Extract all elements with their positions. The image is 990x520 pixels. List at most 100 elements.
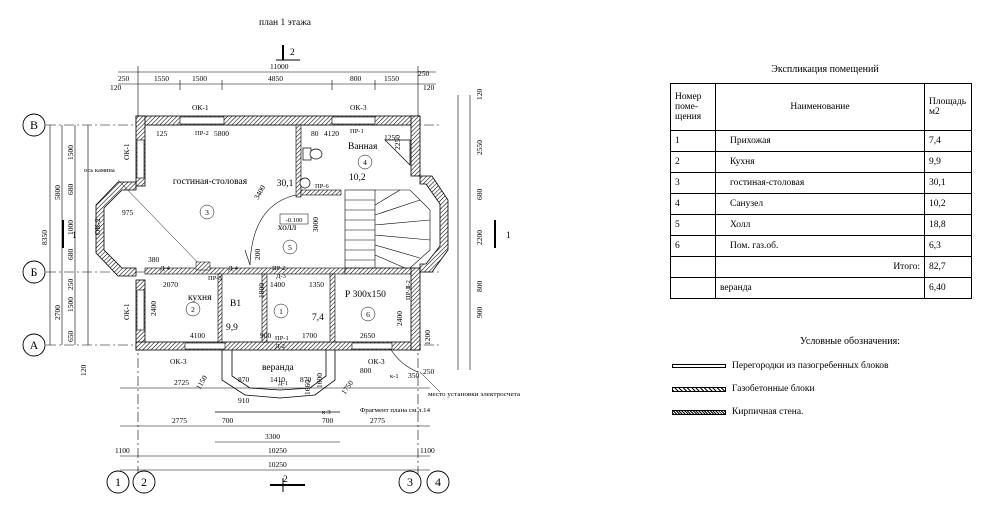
dim-800-r: 800 xyxy=(475,281,484,293)
room-3-marker xyxy=(199,204,215,220)
row-name: Прихожая xyxy=(715,130,925,152)
window-ok3-bottom-l: ОК-3 xyxy=(170,357,187,366)
row-area: 9,9 xyxy=(924,151,972,173)
header-area: Площадь м2 xyxy=(924,83,972,131)
room-5-marker xyxy=(282,239,298,255)
dim-1700: 1700 xyxy=(302,331,317,340)
room-living-area: 30,1 xyxy=(277,179,294,189)
section-label-left: 1 xyxy=(72,231,77,241)
dim-2400-l: 2400 xyxy=(149,301,158,316)
dim-380: 380 xyxy=(148,255,160,264)
dim-2250: 2250 xyxy=(393,135,402,150)
table-row: 5 Холл 18,8 xyxy=(670,214,972,236)
room-1-marker xyxy=(273,303,289,319)
bath-fixtures xyxy=(299,139,411,189)
dim-500: 250 xyxy=(66,279,75,291)
veranda-value: 6,40 xyxy=(924,277,972,299)
opening-pr6: ПР-6 xyxy=(315,183,329,190)
axis-label-4: 4 xyxy=(435,475,441,489)
dim-120-v: 120 xyxy=(79,365,88,377)
dim-2550: 2550 xyxy=(475,140,484,155)
dim-4100: 4100 xyxy=(190,331,205,340)
window-ok1-left: ОК-1 xyxy=(122,143,131,160)
table-row: 3 гостиная-столовая 30,1 xyxy=(670,172,972,194)
legend-item-gasblock: Газобетонные блоки xyxy=(672,384,815,394)
dim-1410: 1410 xyxy=(270,375,285,384)
dim-2200: 2200 xyxy=(475,230,484,245)
window-ok3-bottom-r: ОК-3 xyxy=(368,357,385,366)
legend-title: Условные обозначения: xyxy=(800,336,901,347)
dim-870-l: 870 xyxy=(238,375,250,384)
dim-1350: 1350 xyxy=(309,280,324,289)
row-name: Кухня xyxy=(715,151,925,173)
window-ok1-top: ОК-1 xyxy=(192,103,209,112)
dim-700-r: 700 xyxy=(322,416,334,425)
table-row: 1 Прихожая 7,4 xyxy=(670,130,972,152)
dim-680-b: 680 xyxy=(66,249,75,261)
dim-910: 910 xyxy=(238,396,250,405)
table-row: 4 Санузел 10,2 xyxy=(670,193,972,215)
dim-2400-r: 2400 xyxy=(395,311,404,326)
header-name: Наименование xyxy=(715,83,925,131)
explication-table: Номер поме-щения Наименование Площадь м2… xyxy=(670,83,972,299)
veranda-empty xyxy=(670,277,716,299)
dim-250-b: 250 xyxy=(423,367,435,376)
veranda-label: веранда xyxy=(715,277,925,299)
dim-3000: 3000 xyxy=(311,217,320,232)
dim-125: 125 xyxy=(156,129,168,138)
dim-1600: 1600 xyxy=(315,373,324,388)
window-ok1-low: ОК-1 xyxy=(122,303,131,320)
staircase xyxy=(344,189,431,269)
floor-plan-drawing: план 1 этажа 2 2 1 1 xyxy=(22,18,520,494)
room-4-number: 4 xyxy=(363,158,367,167)
opening-pr1-top: ПР-1 xyxy=(350,128,364,135)
legend-symbol-partition xyxy=(672,364,726,368)
table-row-veranda: веранда 6,40 xyxy=(670,277,972,299)
dim-700-l: 700 xyxy=(222,416,234,425)
room-2-number: 2 xyxy=(191,305,195,314)
door-d2-bottom: Д-2 xyxy=(275,343,285,350)
dim-2725: 2725 xyxy=(174,378,189,387)
dim-1750: 1750 xyxy=(339,378,355,396)
opening-pr2-mid: ПР-2 xyxy=(272,265,286,272)
level-mark xyxy=(279,213,309,225)
row-num: 2 xyxy=(670,151,716,173)
opening-pr2: ПР-2 xyxy=(195,130,209,137)
fireplace-axis-label: ось камина xyxy=(84,167,115,174)
axis-label-2: 2 xyxy=(141,475,147,489)
dim-2700: 2700 xyxy=(53,305,62,320)
dim-2775-r: 2775 xyxy=(370,416,385,425)
row-num: 5 xyxy=(670,214,716,236)
explication-title: Экспликация помещений xyxy=(771,64,879,75)
row-area: 30,1 xyxy=(924,172,972,194)
dim-8350: 8350 xyxy=(40,230,49,245)
row-area: 6,3 xyxy=(924,235,972,257)
section-label-bottom: 2 xyxy=(283,475,288,485)
axis-label-3: 3 xyxy=(407,475,413,489)
row-name: Санузел xyxy=(715,193,925,215)
dim-80: 80 xyxy=(311,129,319,138)
windows xyxy=(136,116,393,350)
dim-680-r: 680 xyxy=(475,189,484,201)
dim-1150: 1150 xyxy=(194,374,209,391)
fireplace-axis xyxy=(117,179,211,271)
section-label-top: 2 xyxy=(290,48,295,58)
table-header: Номер поме-щения Наименование Площадь м2 xyxy=(670,83,972,131)
door-d2-right: Д-2 xyxy=(405,280,412,290)
room-6-number: 6 xyxy=(366,310,370,319)
marker-k3: к-3 xyxy=(322,409,331,416)
window-ok2-left: ОК-2 xyxy=(93,218,102,235)
room-bath-area: 10,2 xyxy=(349,173,366,183)
dim-120-l: 120 xyxy=(110,83,122,92)
dim-11000: 11000 xyxy=(270,62,289,71)
dim-200: 200 xyxy=(253,249,262,261)
dim-2775-l: 2775 xyxy=(172,416,187,425)
dim-800-b: 800 xyxy=(360,366,372,375)
dim-125-r: 125 xyxy=(384,133,396,142)
dim-3400: 3400 xyxy=(252,183,267,201)
legend-symbol-gasblock xyxy=(672,386,726,392)
row-num: 4 xyxy=(670,193,716,215)
dim-1500-v: 1500 xyxy=(66,145,75,160)
row-name: Пом. газ.об. xyxy=(715,235,925,257)
row-num: 6 xyxy=(670,235,716,257)
